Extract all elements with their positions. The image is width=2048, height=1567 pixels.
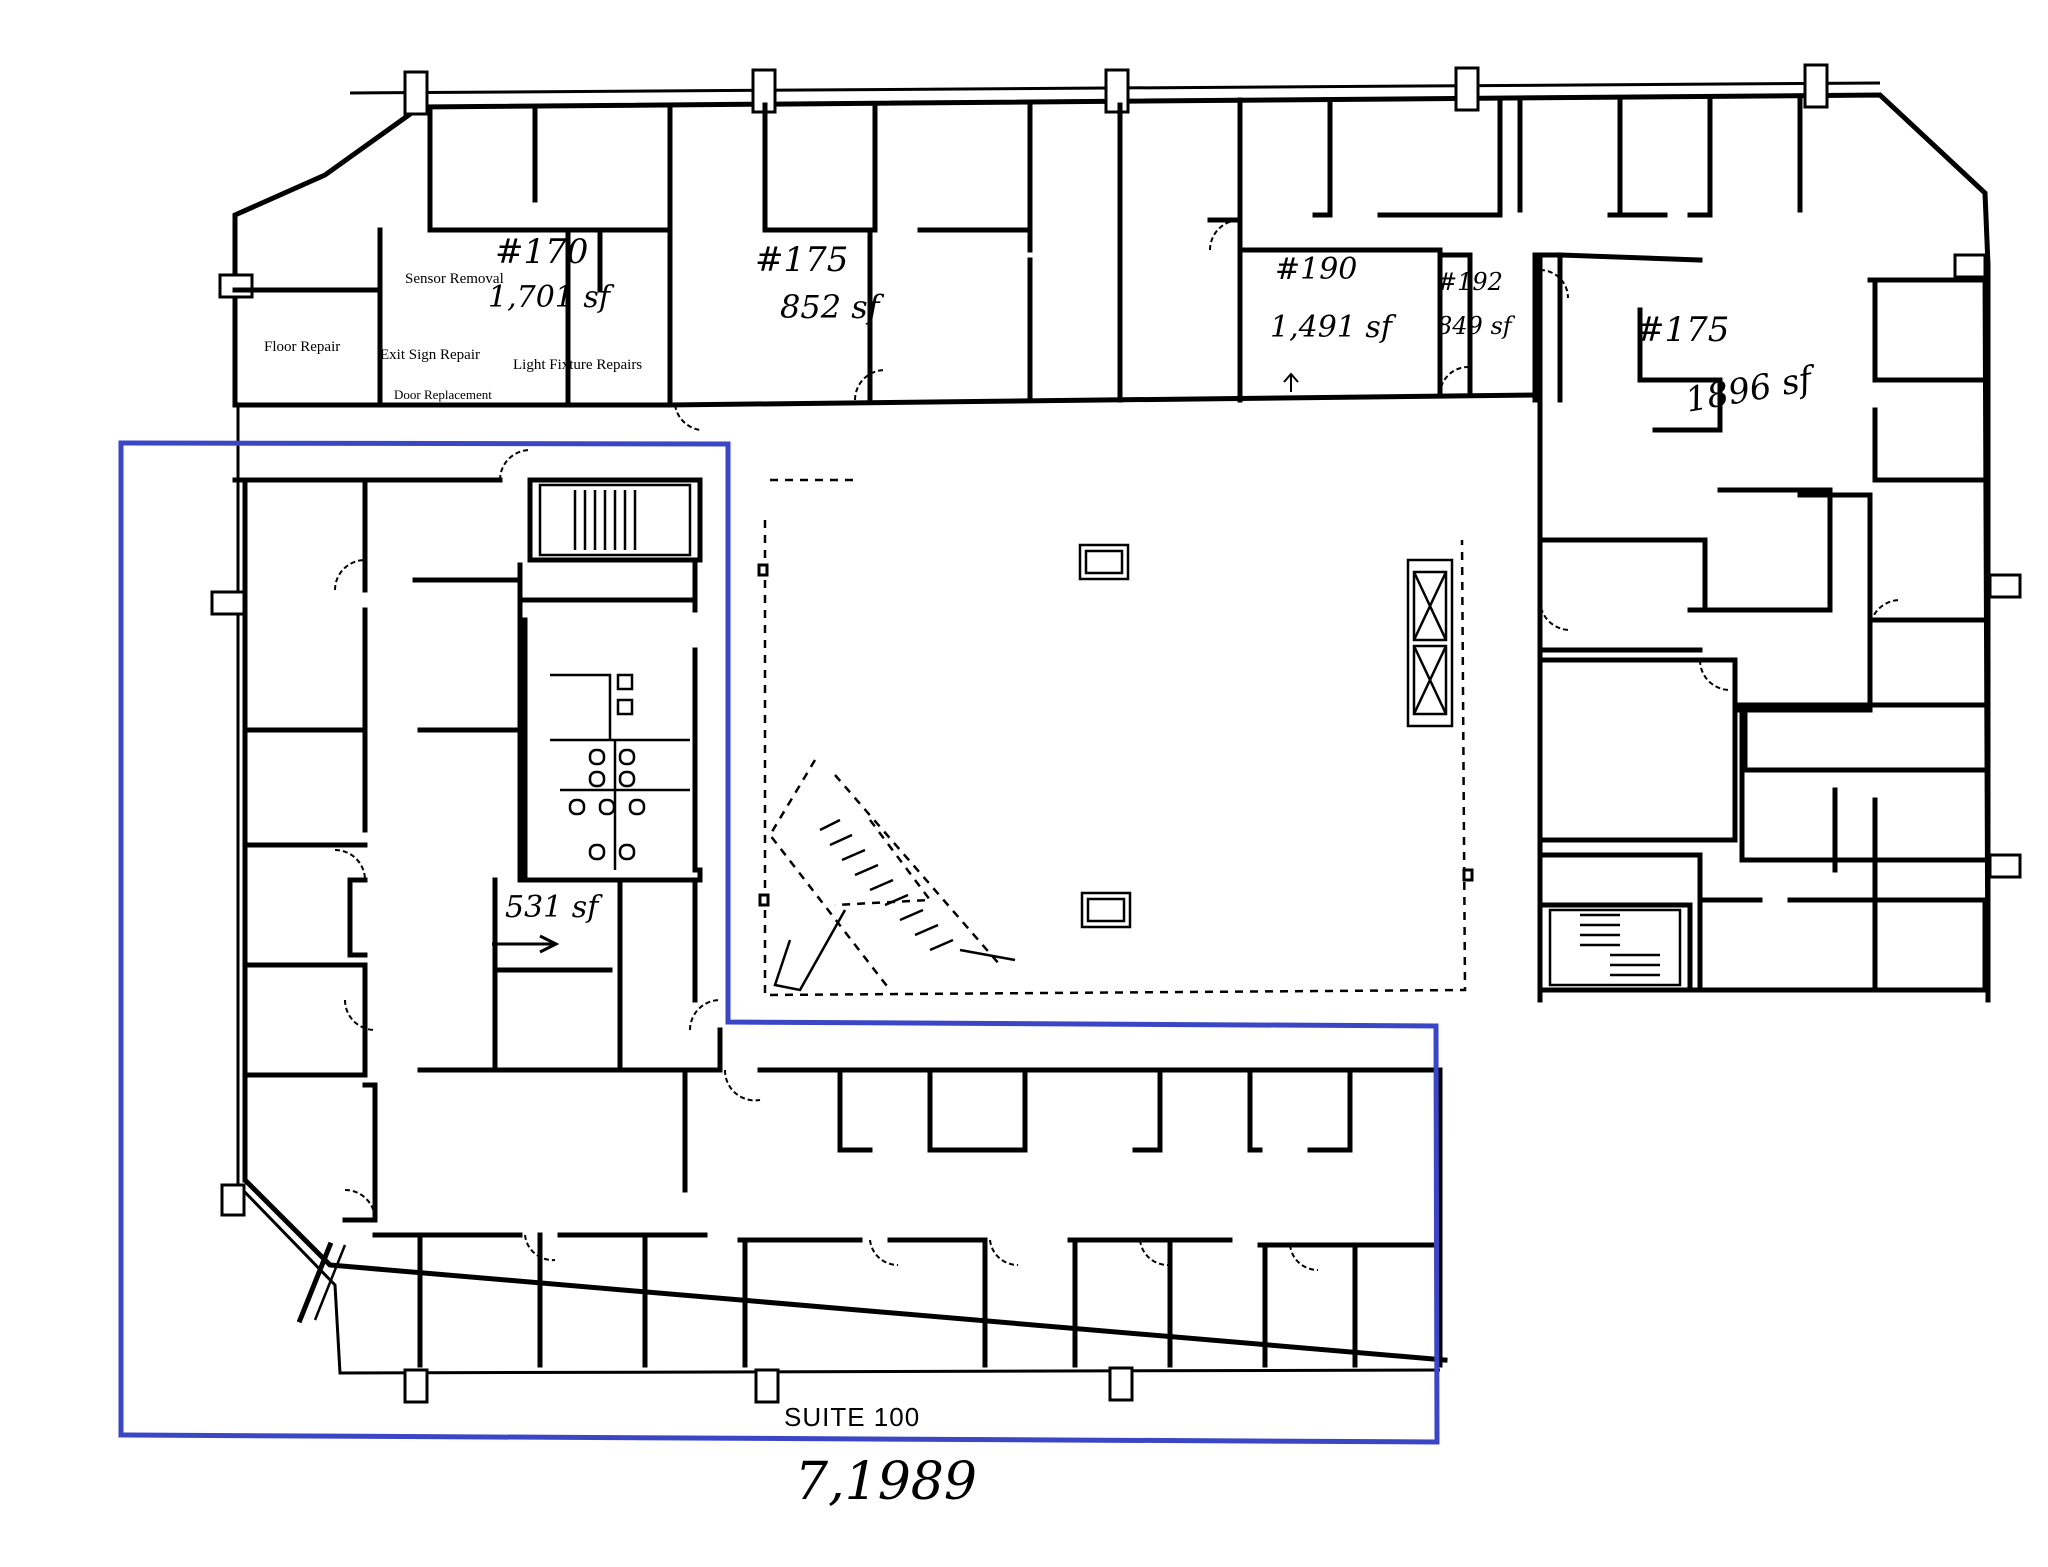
elevator-bank	[1406, 558, 1454, 728]
suite-170-area: 1,701 sf	[488, 280, 610, 315]
note-light-fixture-repairs: Light Fixture Repairs	[513, 357, 643, 373]
west-wing-walls	[232, 477, 1443, 1368]
atrium-stair	[768, 759, 1016, 992]
suite-100-name: SUITE 100	[784, 1402, 921, 1432]
suite-100-outline	[118, 440, 1440, 1445]
east-wing-walls	[1537, 252, 1988, 993]
suite-170-number: #170	[495, 232, 589, 272]
suite-175a-number: #175	[755, 240, 849, 280]
atrium	[757, 478, 1474, 997]
suite-192-area: 849 sf	[1437, 312, 1512, 340]
suite-190-area: 1,491 sf	[1270, 310, 1392, 345]
room-531-area: 531 sf	[505, 890, 599, 925]
note-door-replacement: Door Replacement	[394, 387, 492, 402]
door-swings	[334, 219, 1901, 1272]
structural-columns	[210, 63, 2022, 1404]
note-exit-sign-repair: Exit Sign Repair	[380, 347, 480, 363]
suite-100-area: 7,1989	[795, 1452, 977, 1512]
restroom-core	[517, 597, 698, 878]
suite-190-number: #190	[1275, 252, 1358, 287]
note-floor-repair: Floor Repair	[264, 339, 341, 355]
north-wing-walls	[232, 97, 1803, 408]
note-sensor-removal: Sensor Removal	[405, 271, 504, 287]
suite-175a-area: 852 sf	[780, 288, 880, 326]
east-stair	[1548, 908, 1682, 987]
suite-192-number: #192	[1437, 268, 1503, 296]
northwest-stair	[538, 483, 692, 557]
suite-175b-number: #175	[1636, 310, 1730, 350]
